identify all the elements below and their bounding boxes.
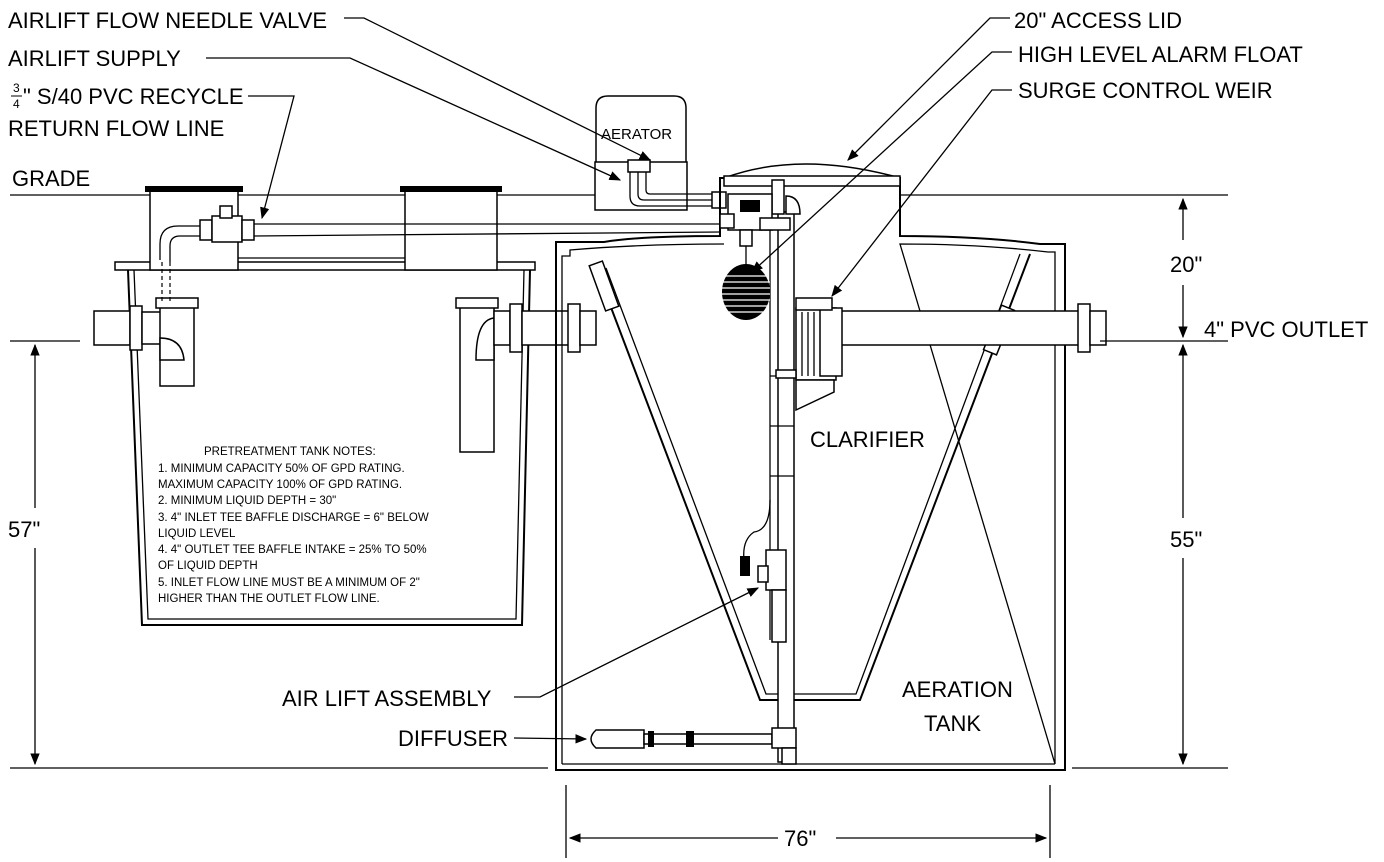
label-clarifier: CLARIFIER	[810, 427, 925, 452]
dim-20: 20"	[1170, 252, 1202, 277]
note-line: OF LIQUID DEPTH	[158, 560, 258, 572]
outlet-riser	[404, 187, 498, 271]
leader-lines	[206, 17, 1012, 744]
label-surge-control-weir: SURGE CONTROL WEIR	[1018, 78, 1273, 103]
recycle-line	[253, 223, 721, 237]
note-line: MAXIMUM CAPACITY 100% OF GPD RATING.	[158, 479, 402, 491]
dimension-labels: 57" 20" 55" 76"	[8, 252, 1202, 851]
fraction-denominator: 4	[13, 97, 20, 111]
air-lift-pipe	[777, 211, 795, 763]
dimension-lines	[10, 197, 1228, 858]
note-line: 3. 4" INLET TEE BAFFLE DISCHARGE = 6" BE…	[158, 512, 429, 524]
diffuser-head	[590, 729, 645, 749]
label-recycle-line-2: RETURN FLOW LINE	[8, 116, 224, 141]
dim-76: 76"	[784, 826, 816, 851]
note-line: LIQUID LEVEL	[158, 528, 236, 540]
dim-55: 55"	[1170, 527, 1202, 552]
label-access-lid: 20" ACCESS LID	[1014, 8, 1182, 33]
labels: AIRLIFT FLOW NEEDLE VALVE AIRLIFT SUPPLY…	[8, 8, 1368, 751]
note-line: 4. 4" OUTLET TEE BAFFLE INTAKE = 25% TO …	[158, 544, 427, 556]
recycle-valve	[211, 215, 243, 243]
transfer-pipe	[521, 310, 571, 346]
dim-57: 57"	[8, 517, 40, 542]
label-aeration-tank-2: TANK	[924, 711, 981, 736]
label-grade: GRADE	[12, 166, 90, 191]
note-line: 2. MINIMUM LIQUID DEPTH = 30"	[158, 495, 336, 507]
label-airlift-supply: AIRLIFT SUPPLY	[8, 46, 181, 71]
label-air-lift-assembly: AIR LIFT ASSEMBLY	[282, 686, 492, 711]
inlet-pipe	[93, 310, 131, 346]
pretreatment-notes: PRETREATMENT TANK NOTES: 1. MINIMUM CAPA…	[158, 446, 429, 605]
label-airlift-flow-needle-valve: AIRLIFT FLOW NEEDLE VALVE	[8, 8, 327, 33]
notes-title: PRETREATMENT TANK NOTES:	[204, 446, 376, 458]
label-pvc-outlet: 4" PVC OUTLET	[1204, 317, 1368, 342]
aerator: AERATOR	[594, 95, 727, 211]
label-aeration-tank-1: AERATION	[902, 677, 1013, 702]
label-recycle-line-1: " S/40 PVC RECYCLE	[23, 84, 244, 109]
outlet-pipe	[839, 310, 1081, 346]
note-line: HIGHER THAN THE OUTLET FLOW LINE.	[158, 593, 380, 605]
note-line: 5. INLET FLOW LINE MUST BE A MINIMUM OF …	[158, 577, 420, 589]
label-high-level-alarm-float: HIGH LEVEL ALARM FLOAT	[1018, 42, 1303, 67]
fraction-numerator: 3	[13, 81, 20, 95]
pretreatment-tank	[93, 186, 597, 626]
label-diffuser: DIFFUSER	[398, 726, 508, 751]
note-line: 1. MINIMUM CAPACITY 50% OF GPD RATING.	[158, 463, 405, 475]
aeration-tank	[555, 163, 1107, 771]
aerator-label: AERATOR	[601, 126, 672, 143]
